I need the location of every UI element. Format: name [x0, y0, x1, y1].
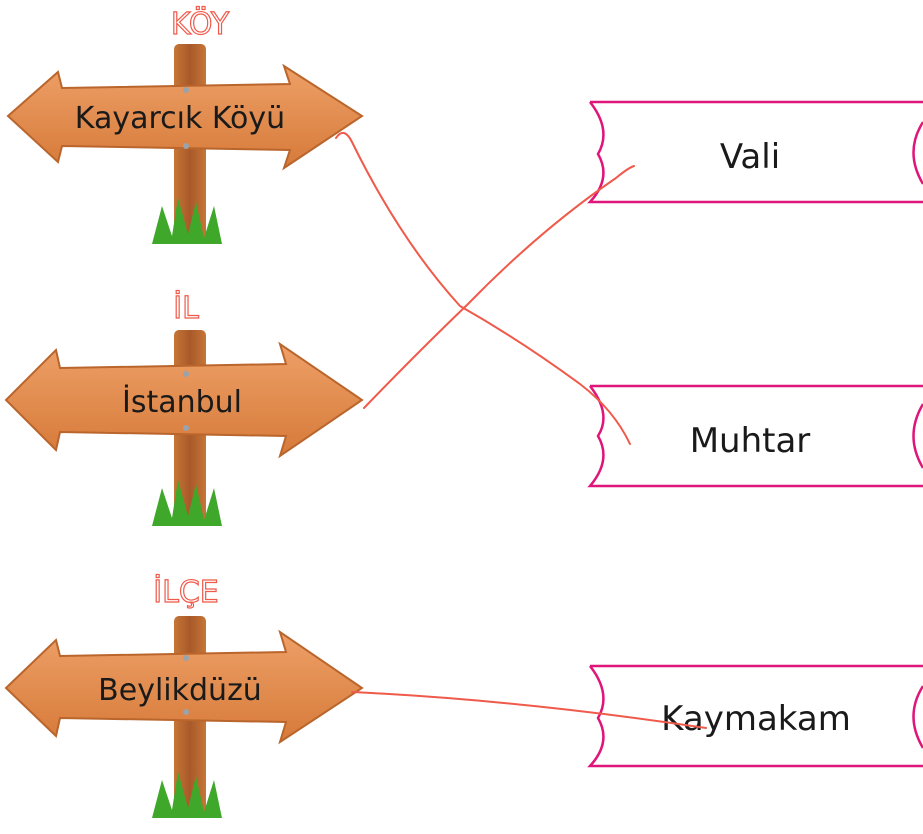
sign-label: Kayarcık Köyü: [75, 101, 285, 136]
sign-label: Beylikdüzü: [98, 673, 262, 708]
signpost-2: İstanbul İL: [4, 289, 364, 526]
box-frame: [587, 100, 923, 204]
sign-arrow-board: [4, 629, 364, 745]
nail-icon: [183, 371, 189, 377]
box-label: Vali: [720, 137, 780, 177]
match-line-istanbul-vali: [363, 165, 635, 409]
sign-label: İstanbul: [122, 384, 242, 420]
sign-arrow-board: [6, 63, 364, 171]
match-lines: [335, 131, 707, 729]
box-frame-right: [912, 121, 923, 185]
answer-box-1[interactable]: Vali: [587, 100, 923, 204]
box-label: Kaymakam: [661, 699, 851, 739]
nail-icon: [183, 87, 189, 93]
nail-icon: [183, 655, 189, 661]
match-line-beylikduzu-kaymakam: [351, 691, 707, 729]
handwritten-annotation: İL: [173, 290, 199, 326]
grass-icon: [152, 198, 222, 244]
answer-box-3[interactable]: Kaymakam: [587, 664, 923, 768]
match-line-koy-muhtar: [335, 131, 631, 445]
nail-icon: [183, 425, 189, 431]
sign-arrow-board: [4, 341, 364, 459]
box-label: Muhtar: [690, 421, 811, 461]
box-frame-right: [912, 403, 923, 469]
nail-icon: [183, 709, 189, 715]
grass-icon: [152, 480, 222, 526]
nail-icon: [183, 143, 189, 149]
signpost-3: Beylikdüzü İLÇE: [4, 573, 364, 818]
handwritten-annotation: İLÇE: [153, 574, 218, 610]
grass-icon: [152, 772, 222, 818]
box-frame: [587, 664, 923, 768]
signpost-1: Kayarcık Köyü KÖY: [6, 5, 364, 244]
box-frame-right: [912, 685, 923, 749]
handwritten-annotation: KÖY: [171, 6, 230, 42]
answer-box-2[interactable]: Muhtar: [587, 384, 923, 488]
